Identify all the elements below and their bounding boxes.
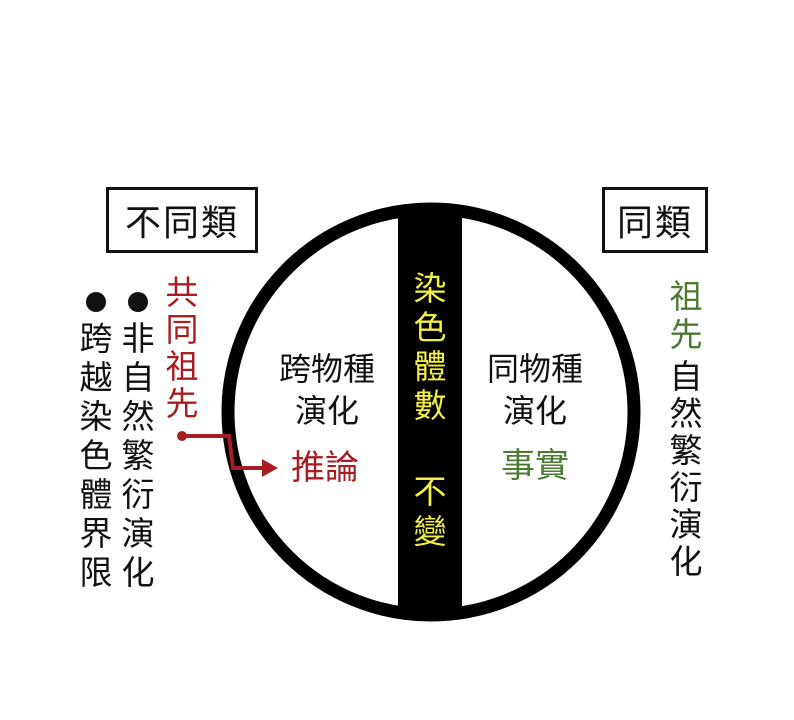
bullet-icon: [86, 292, 106, 312]
char: 化: [669, 542, 703, 581]
char: 然: [669, 394, 703, 433]
char: 限: [79, 553, 113, 592]
char: 共: [165, 273, 199, 312]
inference-arrow: [177, 431, 278, 477]
char: 繁: [669, 431, 703, 470]
chromosome-count-label: 染 色 體 數: [410, 272, 450, 428]
char: 然: [121, 397, 155, 436]
char: 不: [413, 472, 447, 511]
same-species-evolution: 同物種 演化: [470, 348, 600, 432]
common-ancestor-label: 共 同 祖 先: [162, 276, 202, 424]
char: 自: [669, 357, 703, 396]
char: 色: [79, 436, 113, 475]
char: 先: [669, 315, 703, 354]
char: 數: [413, 386, 447, 425]
different-kind-text: 不同類: [124, 203, 239, 244]
char: 體: [79, 475, 113, 514]
bullet-cross-chromosome: 跨 越 染 色 體 界 限: [76, 292, 116, 595]
cross-species-text: 跨物種: [278, 350, 375, 388]
char: 非: [121, 319, 155, 358]
char: 越: [79, 358, 113, 397]
char: 界: [79, 514, 113, 553]
char: 衍: [669, 468, 703, 507]
char: 染: [79, 397, 113, 436]
char: 自: [121, 358, 155, 397]
char: 衍: [121, 475, 155, 514]
bullet-icon: [128, 292, 148, 312]
same-kind-text: 同類: [616, 203, 693, 244]
char: 先: [165, 384, 199, 423]
natural-evolution-label: 自 然 繁 衍 演 化: [666, 360, 706, 582]
char: 祖: [165, 347, 199, 386]
inference-label: 推論: [280, 447, 370, 489]
char: 演: [121, 514, 155, 553]
char: 跨: [79, 319, 113, 358]
char: 化: [121, 553, 155, 592]
bullet-unnatural-evolution: 非 自 然 繁 衍 演 化: [118, 292, 158, 595]
evolution-text: 演化: [502, 392, 567, 430]
fact-label: 事實: [490, 445, 580, 487]
same-species-text: 同物種: [486, 350, 583, 388]
same-kind-label: 同類: [602, 187, 708, 253]
char: 祖: [669, 277, 703, 316]
char: 變: [413, 512, 447, 551]
ancestor-label: 祖 先: [666, 280, 706, 356]
char: 同: [165, 310, 199, 349]
unchanged-label: 不 變: [410, 475, 450, 555]
char: 體: [413, 347, 447, 386]
char: 演: [669, 505, 703, 544]
fact-text: 事實: [501, 446, 569, 486]
char: 染: [413, 269, 447, 308]
different-kind-label: 不同類: [106, 187, 258, 253]
char: 繁: [121, 436, 155, 475]
chromosome-bar: [398, 203, 462, 620]
evolution-text: 演化: [294, 392, 359, 430]
char: 色: [413, 308, 447, 347]
cross-species-evolution: 跨物種 演化: [262, 348, 392, 432]
inference-text: 推論: [291, 448, 359, 488]
